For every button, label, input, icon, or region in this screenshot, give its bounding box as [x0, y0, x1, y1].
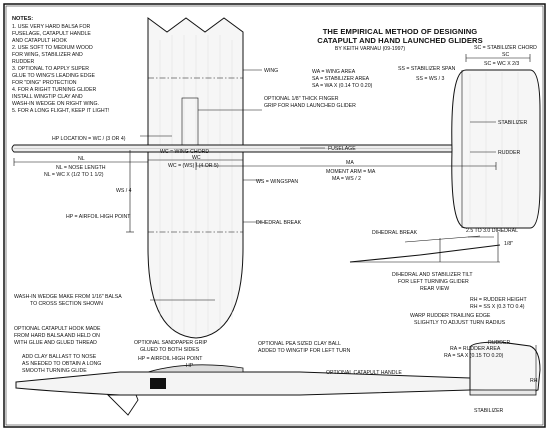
label-nl-def: NL = NOSE LENGTH [56, 165, 106, 171]
note-line: AND CATAPULT HOOK [12, 38, 67, 44]
dimension-lines [13, 54, 531, 233]
label-eighth-inch: 1/8" [504, 241, 513, 247]
note-line: 1. USE VERY HARD BALSA FOR [12, 24, 90, 30]
label-ballast-2: AS NEEDED TO OBTAIN A LONG [22, 361, 101, 367]
note-line: GLUE TO WING'S LEADING EDGE [12, 73, 95, 79]
label-hook-3: WITH GLUE AND GLUED THREAD [14, 340, 97, 346]
wing-airfoil-side [147, 364, 244, 373]
label-wing: WING [264, 68, 278, 74]
label-stab-chord: SC = STABILIZER CHORD [474, 45, 537, 51]
note-line: FOR WING, STABILIZER AND [12, 52, 83, 58]
fuselage-side-view [15, 341, 541, 416]
label-hp-location: HP LOCATION = WC / (3 OR 4) [52, 136, 126, 142]
label-stabilizer: STABILIZER [498, 120, 528, 126]
label-ws-quarter: WS / 4 [116, 188, 132, 194]
label-warp-1: WARP RUDDER TRAILING EDGE [410, 313, 491, 319]
label-hp-side: HP = AIRFOIL HIGH POINT [138, 356, 203, 362]
nose-ballast [150, 378, 166, 389]
label-wa: WA = WING AREA [312, 69, 356, 75]
title-line-1: THE EMPIRICAL METHOD OF DESIGNING [323, 27, 478, 36]
rudder-side [469, 341, 541, 393]
note-line: 2. USE SOFT TO MEDIUM WOOD [12, 45, 93, 51]
label-hook-1: OPTIONAL CATAPULT HOOK MADE [14, 326, 101, 332]
label-clay-ball-2: ADDED TO WINGTIP FOR LEFT TURN [258, 348, 351, 354]
label-sc: SC [502, 52, 509, 58]
label-ma: MA [346, 160, 354, 166]
stabilizer-top-view [451, 69, 541, 229]
title-author: BY KEITH VARNAU (09-1997) [335, 46, 405, 52]
label-ws-def: WS = WINGSPAN [256, 179, 298, 185]
leader-lines [150, 69, 496, 301]
inner-border [5, 5, 544, 426]
title-line-2: CATAPULT AND HAND LAUNCHED GLIDERS [317, 36, 483, 45]
label-wc-wing-chord: WC = WING CHORD [160, 149, 209, 155]
label-ma-def: MOMENT ARM = MA [326, 169, 376, 175]
label-ballast-3: SMOOTH TURNING GLIDE [22, 368, 87, 374]
label-sc-formula: SC = WC X 2/3 [484, 61, 519, 67]
label-hp-airfoil: HP = AIRFOIL HIGH POINT [66, 214, 131, 220]
notes-heading: NOTES: [12, 16, 33, 22]
label-rh-1: RH = RUDDER HEIGHT [470, 297, 527, 303]
label-fuselage: FUSELAGE [328, 146, 356, 152]
label-nl: NL [78, 156, 85, 162]
label-stabilizer-side: STABILIZER [474, 408, 504, 414]
label-ss-formula: SS = WS / 3 [416, 76, 445, 82]
fuselage-top-view [11, 144, 471, 153]
wing-planform [147, 17, 244, 339]
label-dihedral-break-rear: DIHEDRAL BREAK [372, 230, 418, 236]
note-line: FOR "DING" PROTECTION [12, 80, 77, 86]
rear-view [349, 232, 501, 263]
label-rudder-side: RUDDER [488, 340, 510, 346]
note-line: INSTALL WINGTIP CLAY AND [12, 94, 83, 100]
label-stab-span: SS = STABILIZER SPAN [398, 66, 456, 72]
label-hook-2: FROM HARD BALSA AND HELD ON [14, 333, 100, 339]
label-rh: RH [530, 378, 538, 384]
label-tilt-1: DIHEDRAL AND STABILIZER TILT [392, 272, 473, 278]
label-clay-ball-1: OPTIONAL PEA SIZED CLAY BALL [258, 341, 341, 347]
catapult-hook [106, 394, 139, 416]
label-wash-in-1: WASH-IN WEDGE MAKE FROM 1/16" BALSA [14, 294, 122, 300]
label-wc-formula: WC = (WS) / (4 OR 5) [168, 163, 219, 169]
note-line: 5. FOR A LONG FLIGHT, KEEP IT LIGHT! [12, 108, 109, 114]
label-nl-formula: NL = WC X (1/2 TO 1 1/2) [44, 172, 104, 178]
label-wash-in-2: TO CROSS SECTION SHOWN [30, 301, 103, 307]
note-line: WASH-IN WEDGE ON RIGHT WING. [12, 101, 99, 107]
label-warp-2: SLIGHTLY TO ADJUST TURN RADIUS [414, 320, 506, 326]
label-ra-2: RA = SA X (0.15 TO 0.20) [444, 353, 504, 359]
note-line: RUDDER [12, 59, 34, 65]
label-rudder: RUDDER [498, 150, 520, 156]
label-wc: WC [192, 155, 201, 161]
label-tilt-3: REAR VIEW [420, 286, 449, 292]
label-dihedral-break: DIHEDRAL BREAK [256, 220, 302, 226]
stabilizer-side [469, 389, 537, 396]
label-finger-grip-1: OPTIONAL 1/8" THICK FINGER [264, 96, 339, 102]
note-line: 3. OPTIONAL TO APPLY SUPER [12, 66, 89, 72]
label-catapult-handle: OPTIONAL CATAPULT HANDLE [326, 370, 402, 376]
label-rh-2: RH = SS X (0.3 TO 0.4) [470, 304, 525, 310]
label-hp: HP [186, 363, 194, 369]
label-dihedral-angle: 2.5 TO 3.0 DIHEDRAL [466, 228, 518, 234]
label-sandpaper-2: GLUED TO BOTH SIDES [140, 347, 200, 353]
label-tilt-2: FOR LEFT TURNING GLIDER [398, 279, 469, 285]
note-line: 4. FOR A RIGHT TURNING GLIDER [12, 87, 97, 93]
label-ma-formula: MA = WS / 2 [332, 176, 361, 182]
label-finger-grip-2: GRIP FOR HAND LAUNCHED GLIDER [264, 103, 356, 109]
label-ballast-1: ADD CLAY BALLAST TO NOSE [22, 354, 97, 360]
note-line: FUSELAGE, CATAPULT HANDLE [12, 31, 91, 37]
label-sa: SA = STABILIZER AREA [312, 76, 370, 82]
label-sa-formula: SA = WA X (0.14 TO 0.20) [312, 83, 373, 89]
outer-border [3, 3, 546, 428]
label-ra-1: RA = RUDDER AREA [450, 346, 501, 352]
label-sandpaper-1: OPTIONAL SANDPAPER GRIP [134, 340, 208, 346]
